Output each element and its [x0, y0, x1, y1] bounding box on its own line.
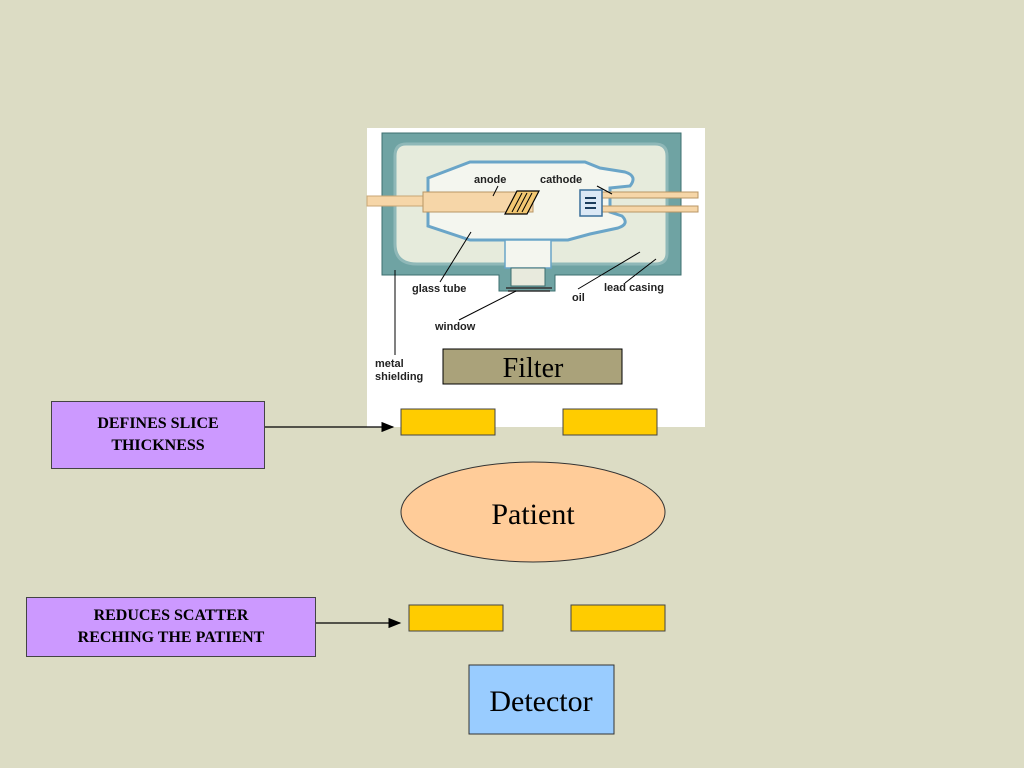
pre-patient-collimator-left [400, 408, 496, 436]
patient: Patient [400, 461, 666, 563]
pre-patient-collimator-right [562, 408, 658, 436]
shielding-label: shielding [375, 371, 423, 383]
detector: Detector [468, 664, 615, 735]
scatter-reduction-callout-line1: REDUCES SCATTER [93, 607, 249, 624]
cathode-rod-upper [597, 191, 699, 199]
scatter-reduction-callout: REDUCES SCATTER RECHING THE PATIENT [26, 597, 316, 657]
slice-thickness-callout: DEFINES SLICE THICKNESS [51, 401, 265, 469]
detector-box [468, 664, 615, 735]
window-label: window [434, 321, 476, 333]
post-patient-collimator-right [570, 604, 666, 632]
post-patient-collimator-left [408, 604, 504, 632]
filter: Filter [442, 348, 623, 385]
filter-box [442, 348, 623, 385]
patient-label: Patient [491, 498, 575, 531]
anode-label: anode [474, 174, 506, 186]
oil-label: oil [572, 292, 585, 304]
glass-tube-label: glass tube [412, 283, 466, 295]
patient-ellipse [400, 461, 666, 563]
xray-leader-lines [394, 185, 657, 355]
lead-casing-label: lead casing [604, 282, 664, 294]
xray-tube-illustration: anode cathode glass tube oil lead casing… [366, 128, 705, 427]
cathode-label: cathode [540, 174, 582, 186]
scatter-reduction-callout-line2: RECHING THE PATIENT [77, 629, 265, 646]
slice-thickness-callout-line1: DEFINES SLICE [97, 415, 219, 432]
window-neck [504, 239, 552, 269]
filter-label: Filter [503, 353, 564, 384]
cathode-rod-lower [597, 205, 699, 213]
slice-thickness-callout-line2: THICKNESS [111, 437, 205, 454]
window-port [510, 267, 546, 287]
detector-label: Detector [489, 685, 592, 718]
metal-label: metal [375, 358, 404, 370]
